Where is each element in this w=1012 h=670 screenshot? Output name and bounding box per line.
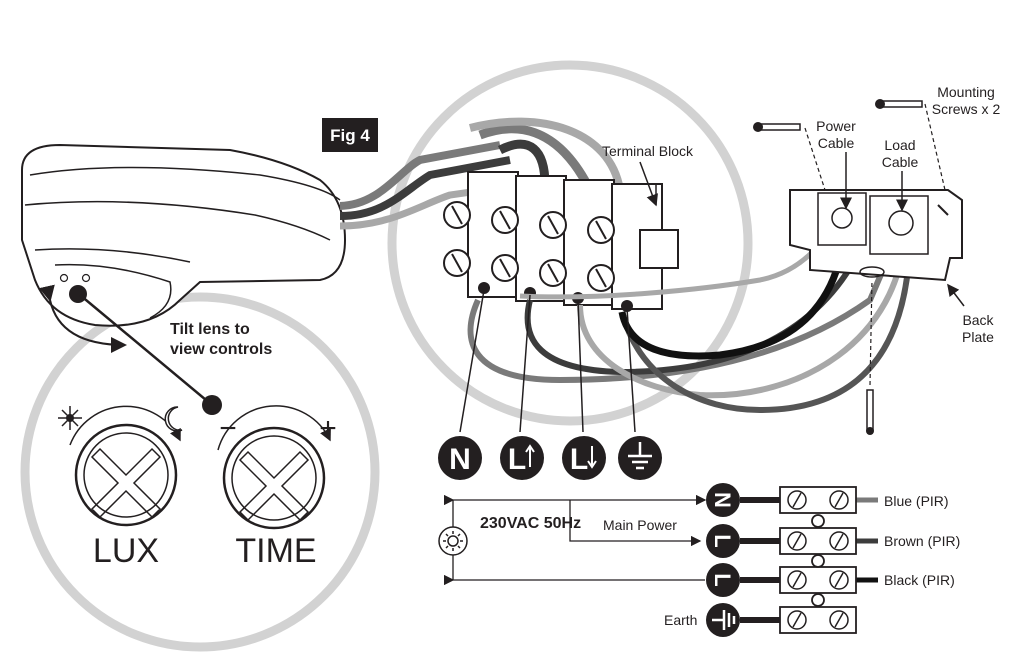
mounting-screw-1 bbox=[753, 122, 801, 132]
pointer-dot-sensor bbox=[69, 285, 87, 303]
live-out-symbol: L bbox=[562, 436, 606, 480]
schematic-n-symbol: N bbox=[706, 483, 740, 517]
schematic-l-out-symbol: L bbox=[706, 563, 740, 597]
brown-pir-label: Brown (PIR) bbox=[884, 533, 960, 549]
minus-sign: − bbox=[219, 412, 237, 445]
schematic-n-text: N bbox=[710, 492, 735, 508]
live-in-symbol-text: L bbox=[508, 443, 526, 476]
sensor-cable bbox=[339, 141, 521, 230]
earth-label: Earth bbox=[664, 612, 697, 628]
mounting-screw-3 bbox=[866, 389, 874, 435]
lamp-icon bbox=[438, 526, 468, 556]
neutral-symbol-text: N bbox=[449, 443, 471, 476]
load-cable-line1: Load bbox=[884, 137, 915, 153]
terminal-zoom-circle bbox=[387, 60, 753, 426]
time-dial: TIME bbox=[217, 405, 331, 570]
schematic-l-in-text: L bbox=[710, 534, 735, 547]
schematic-lines bbox=[443, 494, 707, 586]
blue-pir-label: Blue (PIR) bbox=[884, 493, 949, 509]
back-plate-line2: Plate bbox=[962, 329, 994, 345]
lux-dial: LUX bbox=[69, 405, 181, 570]
back-plate bbox=[789, 189, 963, 282]
back-plate-line1: Back bbox=[962, 312, 994, 328]
mounting-screw-2 bbox=[875, 99, 923, 109]
lux-label: LUX bbox=[93, 532, 159, 570]
mounting-screws-line2: Screws x 2 bbox=[932, 101, 1001, 117]
supply-label: 230VAC 50Hz bbox=[480, 515, 581, 532]
earth-symbol bbox=[618, 436, 662, 480]
terminal-block bbox=[443, 117, 679, 312]
black-pir-label: Black (PIR) bbox=[884, 572, 955, 588]
power-cable-line2: Cable bbox=[818, 135, 855, 151]
earth-icon bbox=[628, 442, 652, 470]
pir-sensor-body bbox=[21, 143, 347, 353]
load-cable-line2: Cable bbox=[882, 154, 919, 170]
neutral-symbol: N bbox=[438, 436, 482, 480]
arrow-down-icon bbox=[587, 446, 597, 469]
schematic-connector-block bbox=[740, 486, 878, 634]
controls-zoom-circle bbox=[20, 292, 380, 652]
tilt-lens-line1: Tilt lens to bbox=[170, 321, 250, 338]
arrow-up-icon bbox=[525, 444, 535, 467]
schematic-l-in-symbol: L bbox=[706, 524, 740, 558]
terminal-leaders bbox=[459, 289, 636, 433]
figure-label: Fig 4 bbox=[322, 118, 378, 152]
tilt-lens-line2: view controls bbox=[170, 341, 272, 358]
sun-icon bbox=[58, 406, 82, 430]
live-out-symbol-text: L bbox=[570, 443, 588, 476]
main-power-label: Main Power bbox=[603, 517, 677, 533]
mounting-screws-line1: Mounting bbox=[937, 84, 995, 100]
schematic-l-out-text: L bbox=[710, 573, 735, 586]
schematic-earth-symbol bbox=[706, 603, 740, 637]
plus-sign: + bbox=[319, 412, 337, 445]
time-label: TIME bbox=[235, 532, 316, 570]
schematic-terminals: N L L bbox=[706, 483, 740, 637]
moon-icon bbox=[164, 406, 183, 432]
power-cable-line1: Power bbox=[816, 118, 856, 134]
figure-label-text: Fig 4 bbox=[330, 126, 370, 145]
terminal-block-label: Terminal Block bbox=[602, 143, 694, 159]
live-in-symbol: L bbox=[500, 436, 544, 480]
tilt-leader-line bbox=[79, 294, 213, 406]
pointer-dot-lens bbox=[202, 395, 222, 415]
